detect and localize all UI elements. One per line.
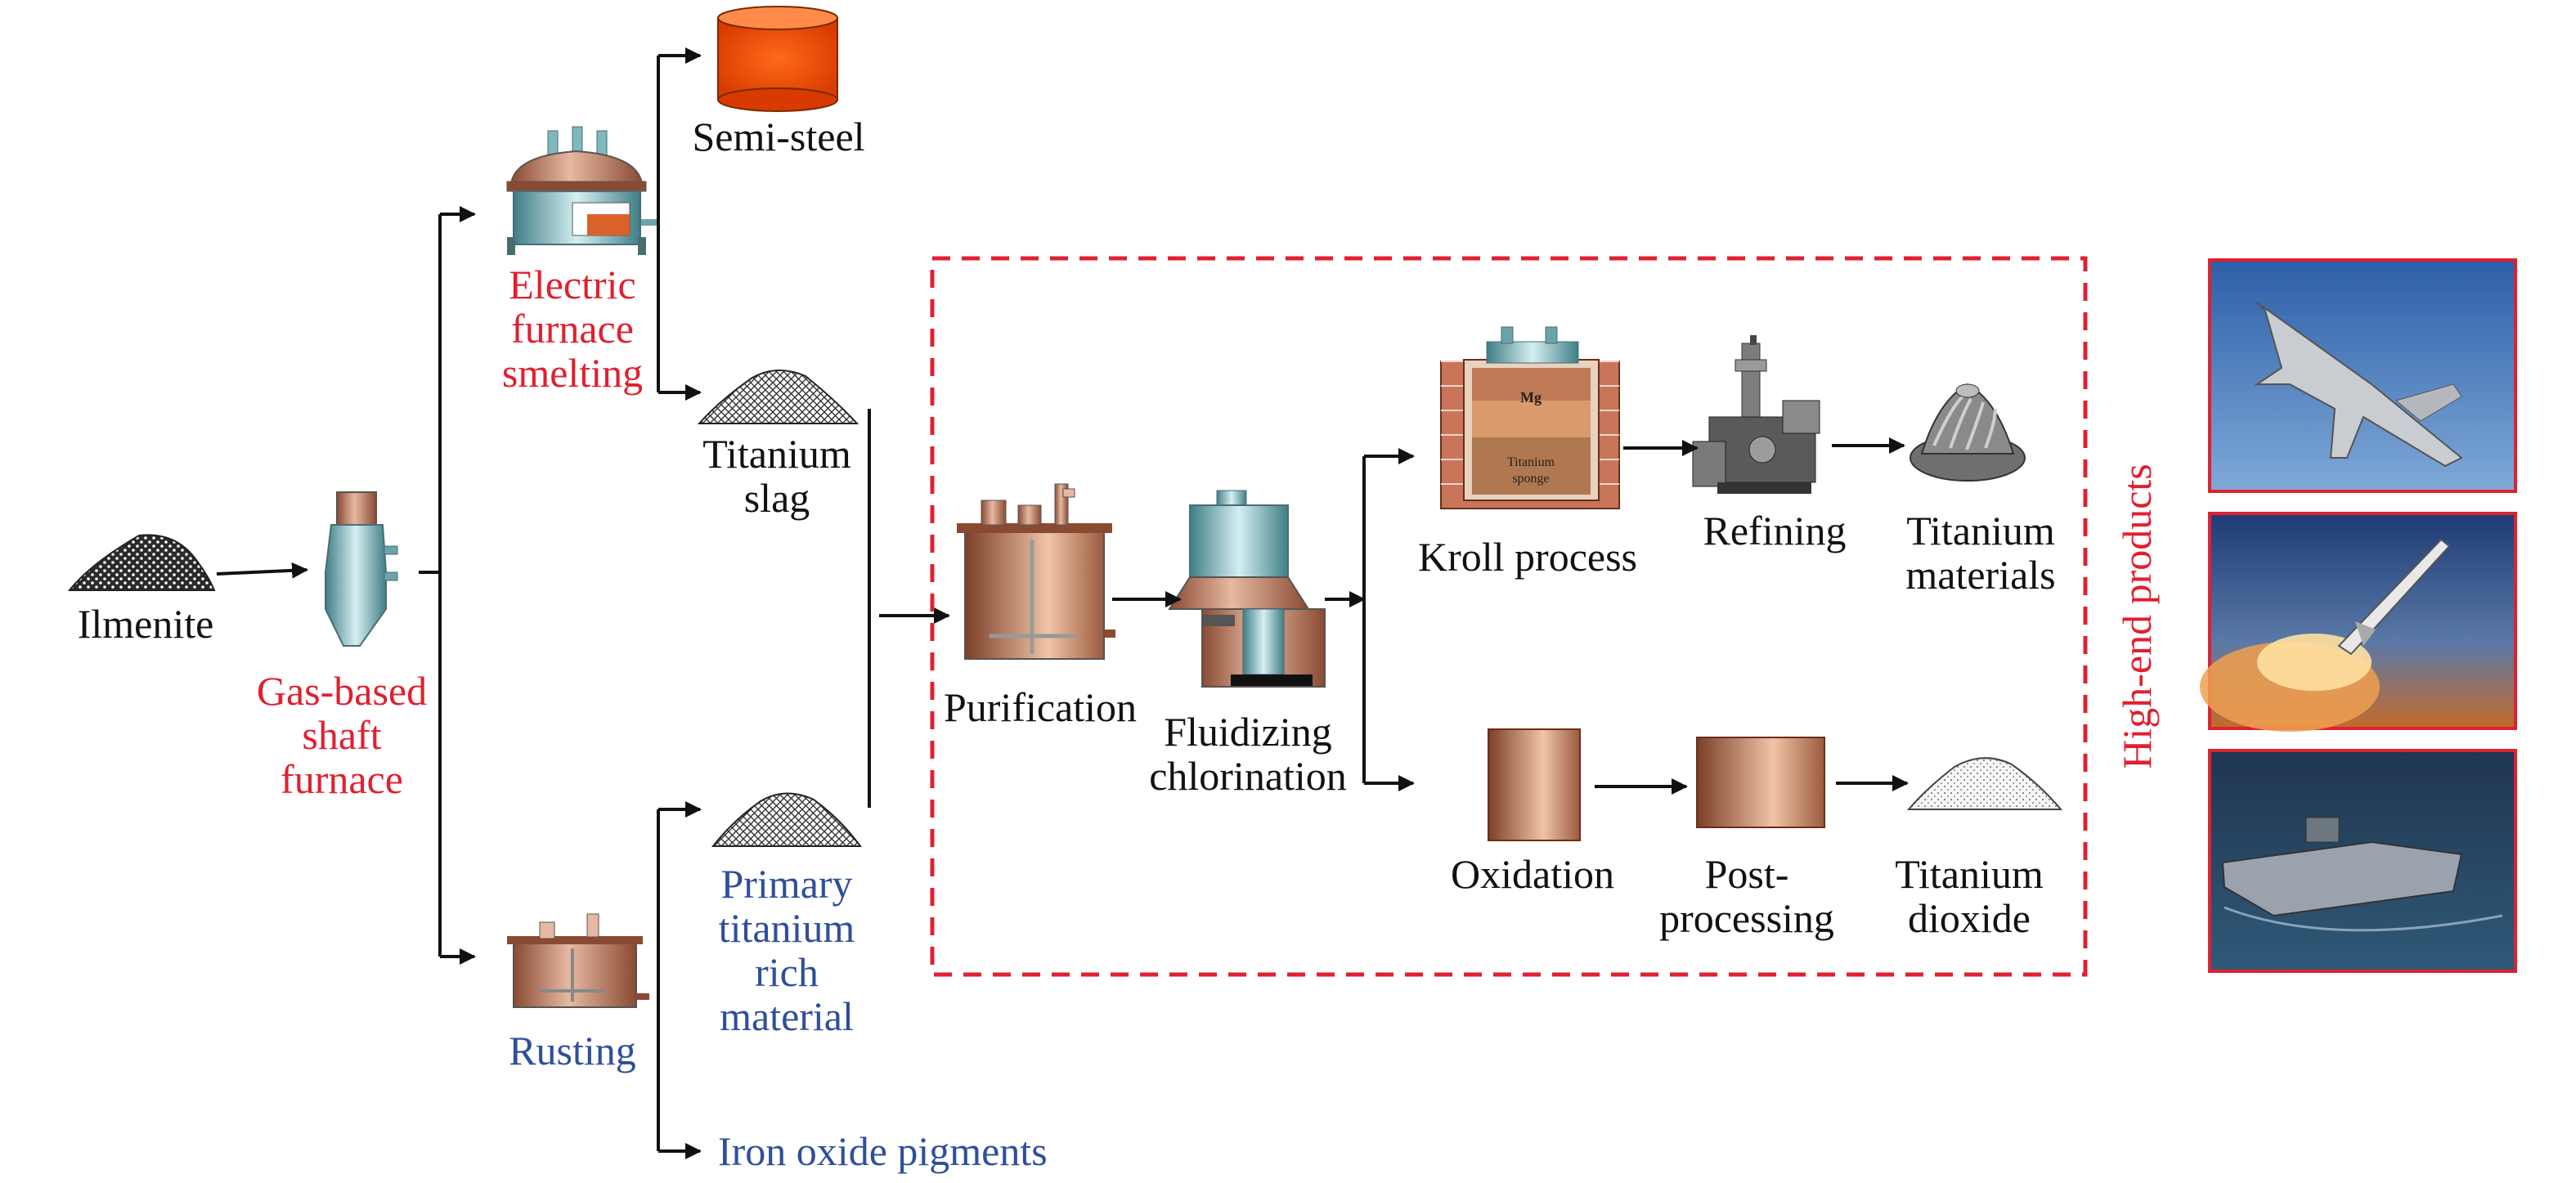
electric-furnace-icon bbox=[506, 126, 657, 255]
post-processing-label-1: Post- bbox=[1705, 851, 1789, 897]
electric-furnace-label-2: furnace bbox=[511, 306, 634, 352]
flow-connectors bbox=[216, 47, 1909, 1159]
rusting-tank-icon bbox=[507, 913, 649, 1008]
electric-furnace-label-3: smelting bbox=[502, 350, 643, 396]
titanium-dioxide-pile-icon bbox=[1906, 757, 2063, 810]
refining-label: Refining bbox=[1703, 508, 1847, 553]
purification-label: Purification bbox=[944, 684, 1137, 730]
shaft-furnace-label-1: Gas-based bbox=[257, 668, 427, 714]
primary-material-pile-icon bbox=[711, 792, 862, 847]
semi-steel-crucible-icon bbox=[717, 6, 838, 112]
titanium-slag-label-2: slag bbox=[744, 475, 810, 521]
fluidizing-label-2: chlorination bbox=[1149, 753, 1347, 799]
primary-material-label-1: Primary bbox=[720, 861, 852, 907]
ti-materials-label-1: Titanium bbox=[1906, 508, 2055, 553]
high-end-process-boundary bbox=[930, 256, 2088, 977]
post-processing-block-icon bbox=[1696, 737, 1825, 828]
shaft-furnace-icon bbox=[325, 491, 398, 647]
primary-material-label-2: titanium bbox=[719, 905, 855, 951]
titanium-slag-label-1: Titanium bbox=[702, 431, 851, 477]
kroll-mg-label: Mg bbox=[1520, 389, 1542, 406]
iron-oxide-label: Iron oxide pigments bbox=[718, 1128, 1048, 1174]
fighter-jet-photo bbox=[2208, 258, 2517, 493]
refining-machine-icon bbox=[1692, 335, 1820, 494]
kroll-reactor-icon: Mg Titanium sponge bbox=[1440, 326, 1620, 509]
primary-material-label-3: rich bbox=[755, 949, 819, 995]
kroll-label: Kroll process bbox=[1418, 534, 1637, 580]
purification-tank-icon bbox=[957, 483, 1115, 660]
aircraft-carrier-photo bbox=[2208, 749, 2517, 973]
electric-furnace-label-1: Electric bbox=[509, 262, 635, 307]
kroll-sponge-label-2: sponge bbox=[1512, 472, 1549, 486]
ti-dioxide-label-2: dioxide bbox=[1908, 895, 2031, 941]
semi-steel-label: Semi-steel bbox=[692, 114, 864, 159]
ilmenite-label: Ilmenite bbox=[78, 601, 214, 647]
ti-materials-label-2: materials bbox=[1905, 552, 2055, 598]
shaft-furnace-label-3: furnace bbox=[280, 756, 403, 802]
primary-material-label-4: material bbox=[720, 993, 854, 1039]
kroll-sponge-label-1: Titanium bbox=[1507, 455, 1555, 469]
oxidation-block-icon bbox=[1488, 728, 1581, 841]
oxidation-label: Oxidation bbox=[1451, 851, 1614, 897]
ilmenite-pile-icon bbox=[67, 534, 216, 591]
slag-pile-icon bbox=[697, 369, 859, 424]
shaft-furnace-label-2: shaft bbox=[302, 712, 381, 758]
post-processing-label-2: processing bbox=[1659, 895, 1834, 941]
high-end-products-label: High-end products bbox=[2114, 464, 2160, 769]
fluidizing-label-1: Fluidizing bbox=[1164, 709, 1332, 755]
missile-launch-photo bbox=[2200, 512, 2517, 732]
rusting-label: Rusting bbox=[509, 1028, 636, 1073]
fluidizing-reactor-icon bbox=[1168, 490, 1326, 688]
ti-dioxide-label-1: Titanium bbox=[1895, 851, 2044, 897]
titanium-impeller-icon bbox=[1910, 383, 2026, 482]
